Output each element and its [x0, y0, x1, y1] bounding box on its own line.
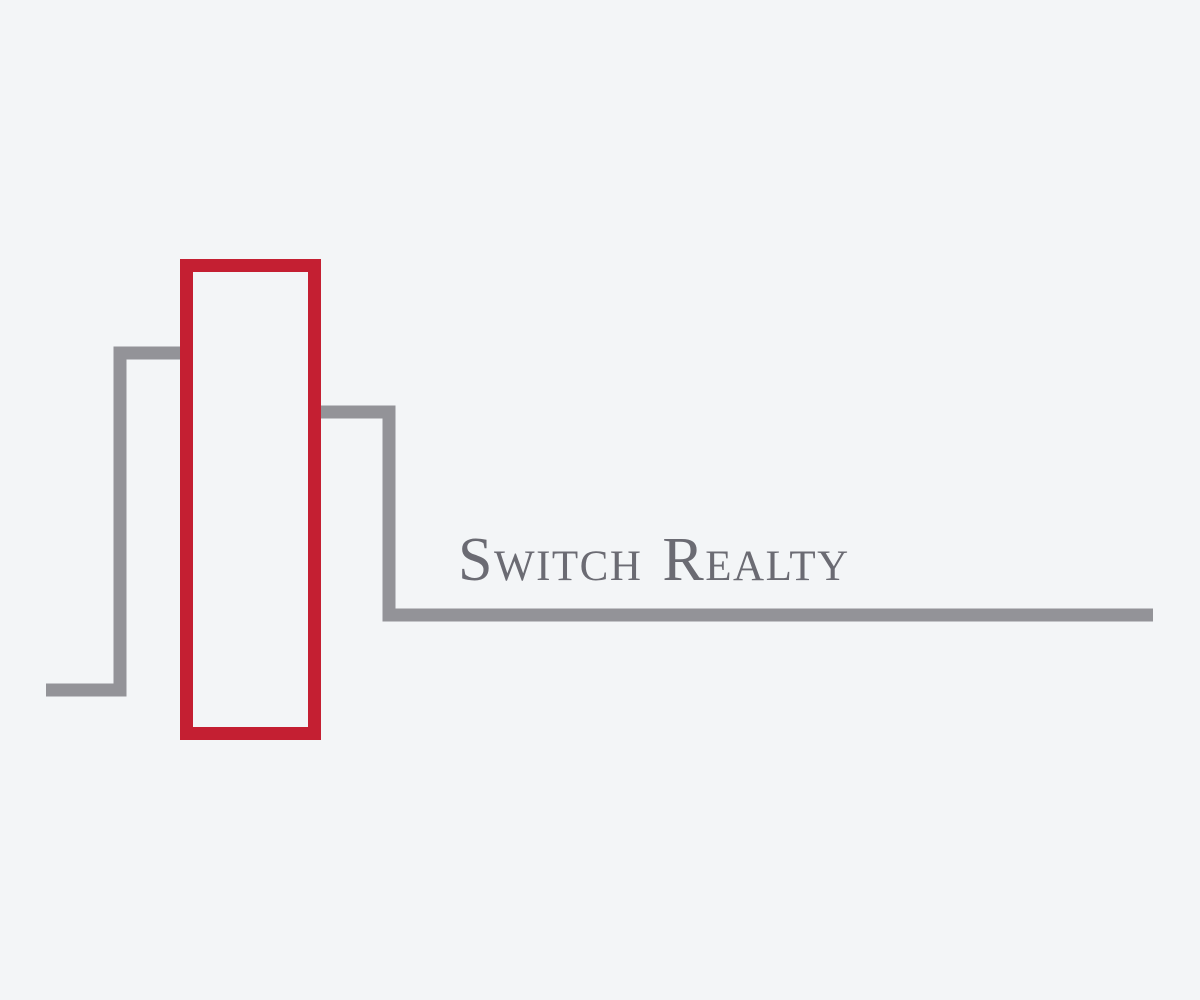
red-tower-rect	[180, 259, 321, 740]
brand-wordmark: Switch Realty	[458, 520, 1058, 600]
wordmark-word-switch: Switch	[458, 526, 643, 594]
wordmark-word-realty: Realty	[662, 526, 850, 594]
gray-skyline-path	[46, 346, 1153, 697]
